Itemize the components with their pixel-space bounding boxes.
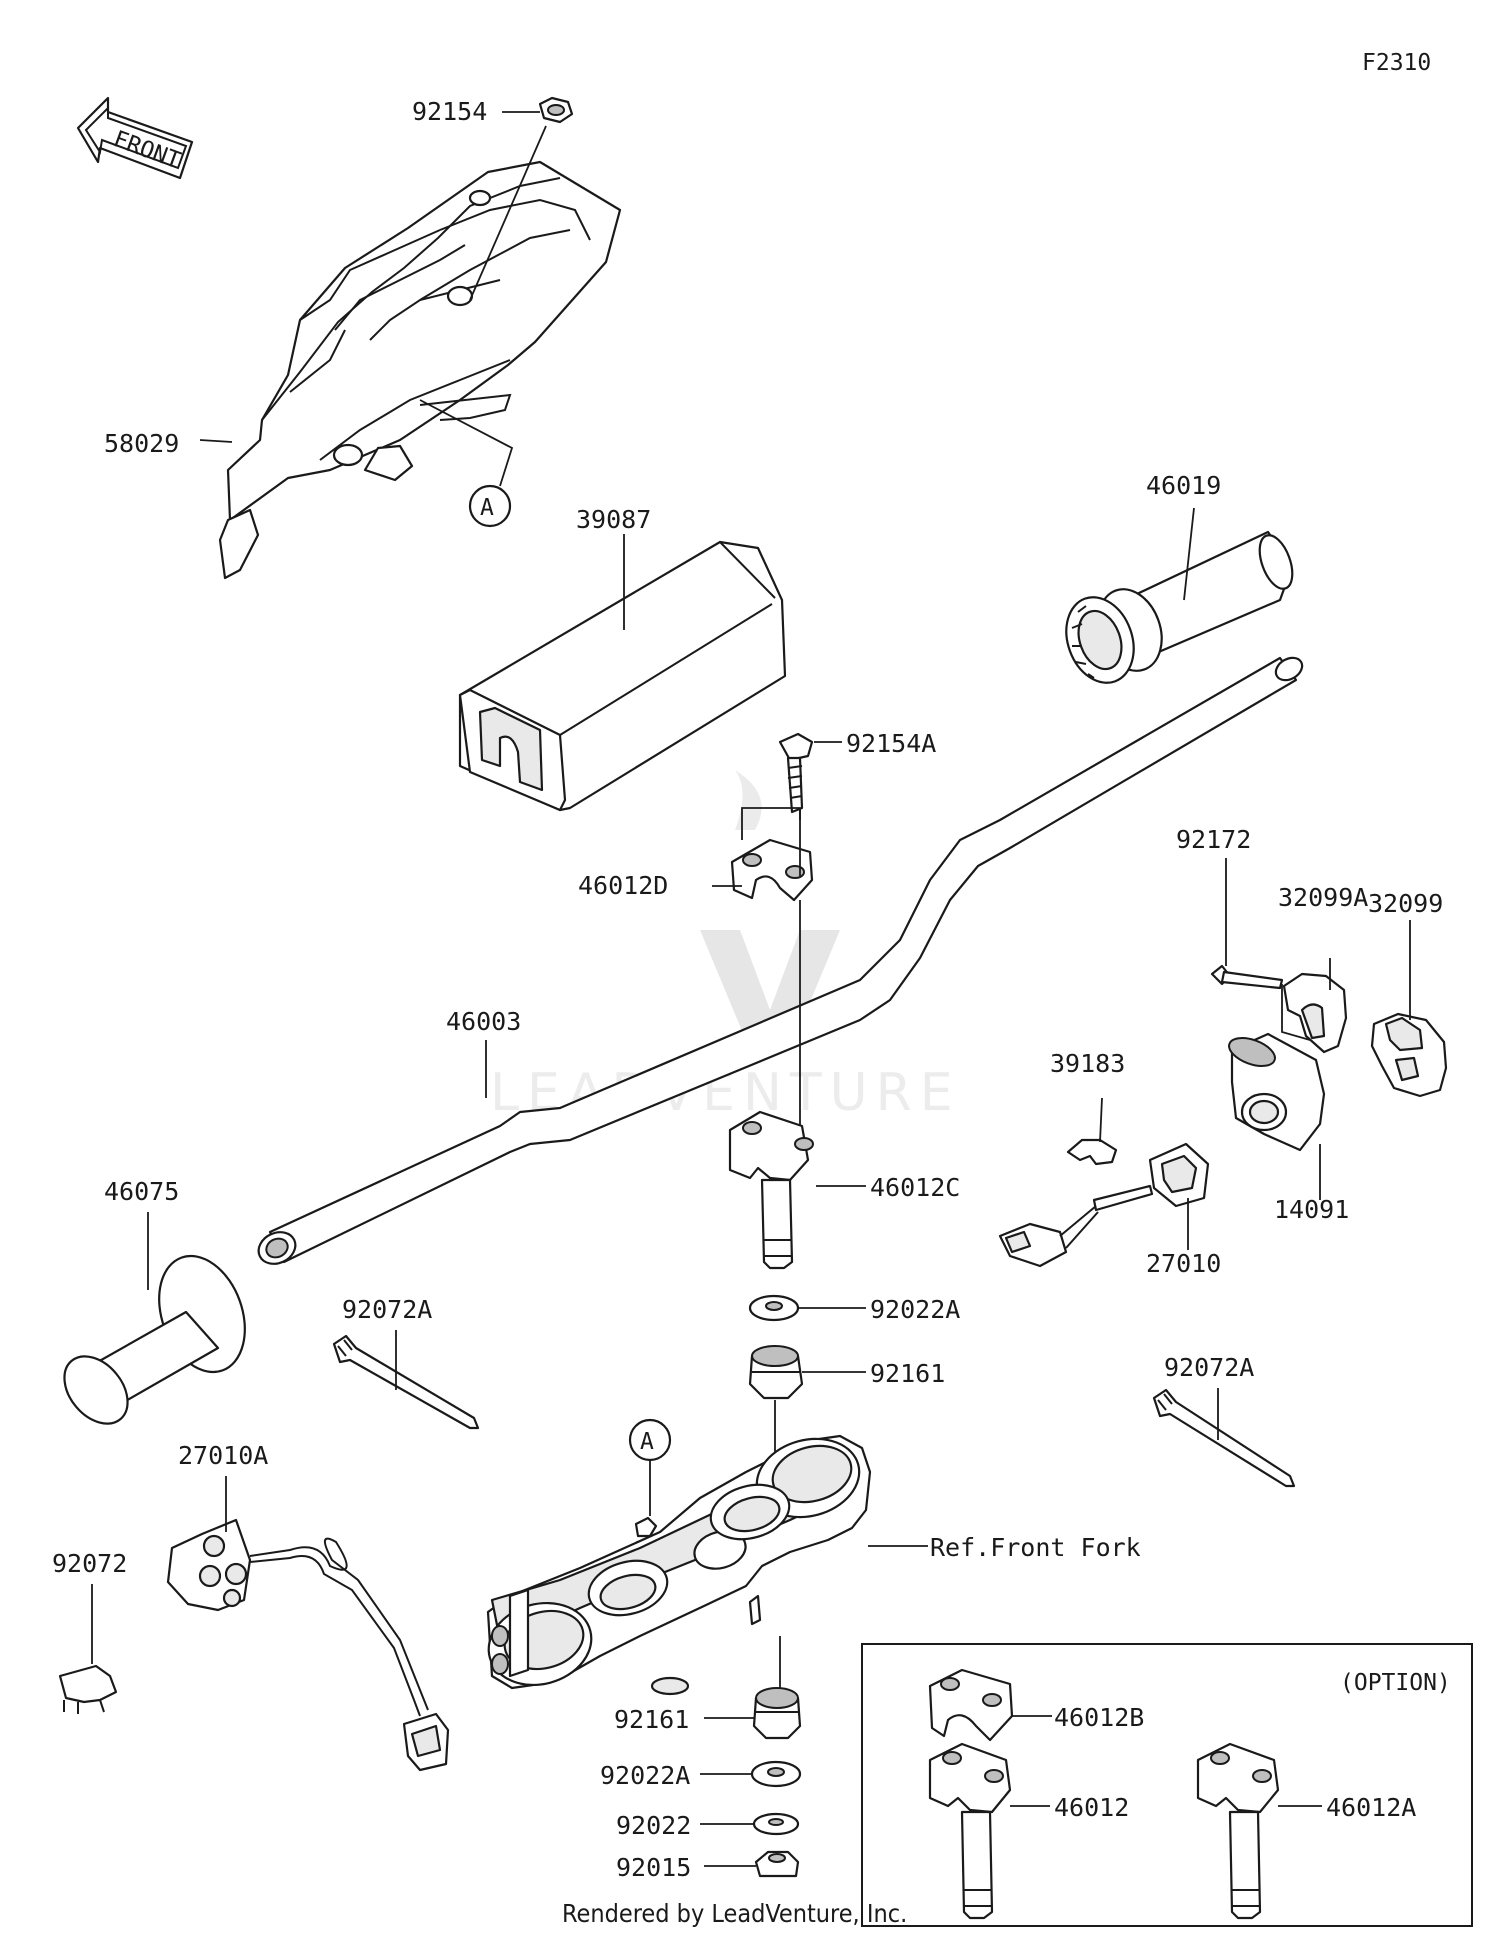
label-92022A-top: 92022A bbox=[870, 1295, 960, 1324]
handlebar-46003 bbox=[257, 656, 1304, 1265]
riser-46012A bbox=[1196, 1742, 1280, 1920]
label-39183: 39183 bbox=[1050, 1049, 1125, 1078]
washer-92022A-bottom bbox=[750, 1760, 802, 1788]
handlebar-pad-39087 bbox=[458, 540, 787, 812]
washer-92022A-top bbox=[748, 1294, 800, 1322]
callout-a-top: A bbox=[468, 484, 512, 528]
clamp-cap-46012B bbox=[928, 1668, 1014, 1742]
label-92022: 92022 bbox=[616, 1811, 691, 1840]
switch-housing-32099 bbox=[1370, 1012, 1448, 1098]
callout-a-top-label: A bbox=[480, 495, 494, 521]
throttle-grip-46019 bbox=[1065, 530, 1294, 684]
label-92072: 92072 bbox=[52, 1549, 127, 1578]
label-92172: 92172 bbox=[1176, 825, 1251, 854]
cable-tie-92072A-right bbox=[1152, 1388, 1296, 1488]
label-46012A: 46012A bbox=[1326, 1793, 1416, 1822]
label-27010: 27010 bbox=[1146, 1249, 1221, 1278]
label-14091: 14091 bbox=[1274, 1195, 1349, 1224]
label-46012: 46012 bbox=[1054, 1793, 1129, 1822]
clip-92072 bbox=[58, 1664, 118, 1714]
riser-46012C bbox=[728, 1110, 814, 1270]
throttle-case-14091 bbox=[1228, 1032, 1326, 1152]
label-46012B: 46012B bbox=[1054, 1703, 1144, 1732]
label-39087: 39087 bbox=[576, 505, 651, 534]
clip-39183 bbox=[1066, 1138, 1118, 1166]
label-32099: 32099 bbox=[1368, 889, 1443, 918]
figure-code: F2310 bbox=[1362, 50, 1431, 76]
triple-clamp bbox=[486, 1434, 872, 1696]
left-grip-46075 bbox=[63, 1254, 246, 1425]
front-arrow-icon: FRONT bbox=[76, 96, 194, 180]
label-92154: 92154 bbox=[412, 97, 487, 126]
label-58029: 58029 bbox=[104, 429, 179, 458]
nut-92015 bbox=[754, 1850, 800, 1878]
label-92154A: 92154A bbox=[846, 729, 936, 758]
label-92015: 92015 bbox=[616, 1853, 691, 1882]
option-box-label: (OPTION) bbox=[1340, 1670, 1451, 1696]
nut-92154 bbox=[538, 96, 574, 124]
label-92072A-right: 92072A bbox=[1164, 1353, 1254, 1382]
front-cover-58029 bbox=[218, 160, 622, 580]
switch-housing-32099A bbox=[1281, 972, 1348, 1054]
damper-92161-bottom bbox=[752, 1687, 802, 1740]
callout-a-bottom-label: A bbox=[640, 1429, 654, 1455]
label-92072A-left: 92072A bbox=[342, 1295, 432, 1324]
bolt-92154A bbox=[778, 732, 814, 814]
damper-92161-top bbox=[748, 1345, 804, 1400]
label-46012D: 46012D bbox=[578, 871, 668, 900]
option-box: (OPTION) bbox=[861, 1643, 1473, 1927]
leader-lines bbox=[91, 111, 1411, 1867]
label-46012C: 46012C bbox=[870, 1173, 960, 1202]
callout-a-bottom: A bbox=[628, 1418, 672, 1462]
screw-92172 bbox=[1210, 964, 1284, 990]
switch-27010A bbox=[166, 1518, 450, 1772]
part-labels: 92154 58029 39087 46019 92154A 46012D 92… bbox=[52, 97, 1443, 1882]
switch-27010 bbox=[998, 1142, 1210, 1268]
label-27010A: 27010A bbox=[178, 1441, 268, 1470]
label-46003: 46003 bbox=[446, 1007, 521, 1036]
label-92022A-bottom: 92022A bbox=[600, 1761, 690, 1790]
label-46019: 46019 bbox=[1146, 471, 1221, 500]
label-46075: 46075 bbox=[104, 1177, 179, 1206]
label-32099A: 32099A bbox=[1278, 883, 1368, 912]
footer-credit: Rendered by LeadVenture, Inc. bbox=[562, 1899, 907, 1928]
washer-92022 bbox=[752, 1812, 800, 1836]
riser-46012 bbox=[928, 1742, 1012, 1920]
label-ref-front-fork: Ref.Front Fork bbox=[930, 1533, 1141, 1562]
label-92161-bottom: 92161 bbox=[614, 1705, 689, 1734]
cable-tie-92072A-left bbox=[332, 1334, 480, 1430]
label-92161-top: 92161 bbox=[870, 1359, 945, 1388]
